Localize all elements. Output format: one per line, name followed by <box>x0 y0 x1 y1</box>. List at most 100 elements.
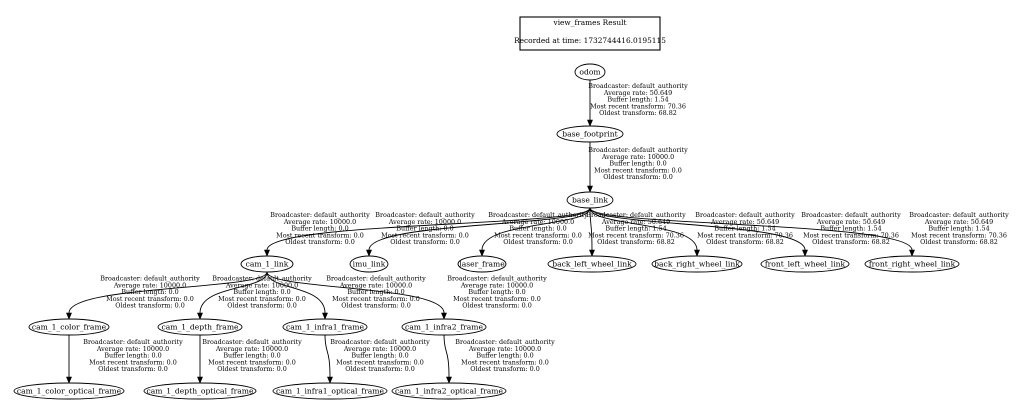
node-cam_1_color_frame[interactable]: cam_1_color_frame <box>28 318 110 336</box>
edge-label-line: Broadcaster: default_authority <box>909 211 1009 219</box>
node-cam_1_infra1_frame[interactable]: cam_1_infra1_frame <box>282 318 368 336</box>
edge-label-line: Buffer length: 1.54 <box>607 96 668 104</box>
node-label: back_left_wheel_link <box>552 260 632 269</box>
edge-label-line: Most recent transform: 0.0 <box>453 295 541 303</box>
edge-label-line: Broadcaster: default_authority <box>447 275 547 283</box>
edge-label-line: Most recent transform: 70.36 <box>911 231 1007 239</box>
edge-line <box>199 271 268 314</box>
edge-arrowhead <box>197 312 203 320</box>
node-label: front_left_wheel_link <box>765 260 846 269</box>
node-ellipse <box>13 382 125 400</box>
node-ellipse <box>272 382 388 400</box>
node-cam_1_link[interactable]: cam_1_link <box>240 255 294 273</box>
edge-label-line: Most recent transform: 0.0 <box>381 231 469 239</box>
node-label: cam_1_infra2_frame <box>405 323 483 332</box>
node-label: base_footprint <box>562 130 617 139</box>
node-back_right_wheel_link[interactable]: back_right_wheel_link <box>651 255 743 273</box>
node-imu_link[interactable]: imu_link <box>349 255 389 273</box>
edge-label-line: Average rate: 10000.0 <box>501 218 574 226</box>
node-base_footprint[interactable]: base_footprint <box>556 125 624 143</box>
edge-arrowhead <box>587 119 593 127</box>
node-ellipse <box>157 318 243 336</box>
edge-label-line: Most recent transform: 0.0 <box>594 166 682 174</box>
edge-label-line: Oldest transform: 68.82 <box>597 238 675 246</box>
edge-line <box>589 207 806 251</box>
node-label: base_link <box>572 196 608 205</box>
edge-label-line: Broadcaster: default_authority <box>330 338 430 346</box>
edge-label-line: Average rate: 50.649 <box>816 218 885 226</box>
edge-label-line: Average rate: 10000.0 <box>388 218 461 226</box>
node-laser_frame[interactable]: laser_frame <box>457 255 507 273</box>
edge-label-line: Most recent transform: 0.0 <box>494 231 582 239</box>
node-base_link[interactable]: base_link <box>566 191 614 209</box>
node-cam_1_depth_frame[interactable]: cam_1_depth_frame <box>157 318 243 336</box>
edge-label-line: Most recent transform: 70.36 <box>803 231 899 239</box>
node-label: cam_1_color_frame <box>32 323 107 332</box>
edge-label-line: Most recent transform: 70.36 <box>588 231 684 239</box>
edge-arrowhead <box>264 249 270 257</box>
edge-label-line: Oldest transform: 0.0 <box>227 302 297 310</box>
edge-label-line: Buffer length: 0.0 <box>223 352 280 360</box>
edge-label-line: Buffer length: 0.0 <box>291 225 348 233</box>
edge-label-line: Average rate: 50.649 <box>603 89 672 97</box>
edge-arrowhead <box>446 376 452 384</box>
edge-line <box>589 207 698 251</box>
edge-arrowhead <box>327 376 333 384</box>
node-label: cam_1_depth_optical_frame <box>147 387 254 396</box>
node-ellipse <box>574 63 606 81</box>
node-front_right_wheel_link[interactable]: front_right_wheel_link <box>864 255 960 273</box>
edge-label-line: Buffer length: 0.0 <box>468 288 525 296</box>
edge-line <box>266 271 326 314</box>
node-front_left_wheel_link[interactable]: front_left_wheel_link <box>760 255 850 273</box>
edge-label-line: Oldest transform: 0.0 <box>115 302 185 310</box>
edge-label-line: Oldest transform: 0.0 <box>503 238 573 246</box>
edge-label-line: Broadcaster: default_authority <box>375 211 475 219</box>
edge-label-line: Broadcaster: default_authority <box>270 211 370 219</box>
edge-arrowhead <box>197 376 203 384</box>
edge-line <box>368 207 591 251</box>
edge-label-line: Average rate: 10000.0 <box>225 281 298 289</box>
node-label: front_right_wheel_link <box>869 260 956 269</box>
node-label: cam_1_link <box>246 260 289 269</box>
header-recorded-time: Recorded at time: 1732744416.0195115 <box>514 36 666 45</box>
node-back_left_wheel_link[interactable]: back_left_wheel_link <box>547 255 637 273</box>
edge-label-line: Broadcaster: default_authority <box>695 211 795 219</box>
edge-line <box>589 207 593 251</box>
edge-line <box>68 271 268 314</box>
edge-label-line: Oldest transform: 0.0 <box>345 365 415 373</box>
node-label: cam_1_infra1_optical_frame <box>276 387 384 396</box>
edge-label-line: Broadcaster: default_authority <box>100 275 200 283</box>
edge-label-line: Broadcaster: default_authority <box>488 211 588 219</box>
node-cam_1_infra2_frame[interactable]: cam_1_infra2_frame <box>401 318 487 336</box>
edge-label-line: Average rate: 10000.0 <box>601 153 674 161</box>
edge-label-line: Most recent transform: 0.0 <box>218 295 306 303</box>
edge-line <box>324 334 331 378</box>
node-cam_1_depth_optical_frame[interactable]: cam_1_depth_optical_frame <box>143 382 257 400</box>
edge-label-line: Most recent transform: 0.0 <box>276 231 364 239</box>
node-odom[interactable]: odom <box>574 63 606 81</box>
node-cam_1_color_optical_frame[interactable]: cam_1_color_optical_frame <box>13 382 125 400</box>
node-label: laser_frame <box>459 260 505 269</box>
node-ellipse <box>349 255 389 273</box>
node-ellipse <box>143 382 257 400</box>
edge-label-line: Most recent transform: 0.0 <box>89 358 177 366</box>
node-cam_1_infra1_optical_frame[interactable]: cam_1_infra1_optical_frame <box>272 382 388 400</box>
edge-label-line: Average rate: 50.649 <box>924 218 993 226</box>
edge-label-line: Oldest transform: 68.82 <box>599 109 677 117</box>
edge-arrowhead <box>589 249 595 257</box>
header-title: view_frames Result <box>553 18 627 27</box>
edge-label-line: Oldest transform: 0.0 <box>341 302 411 310</box>
edge-line <box>266 271 445 314</box>
node-cam_1_infra2_optical_frame[interactable]: cam_1_infra2_optical_frame <box>391 382 507 400</box>
edge-label-line: Buffer length: 0.0 <box>609 160 666 168</box>
node-ellipse <box>457 255 507 273</box>
